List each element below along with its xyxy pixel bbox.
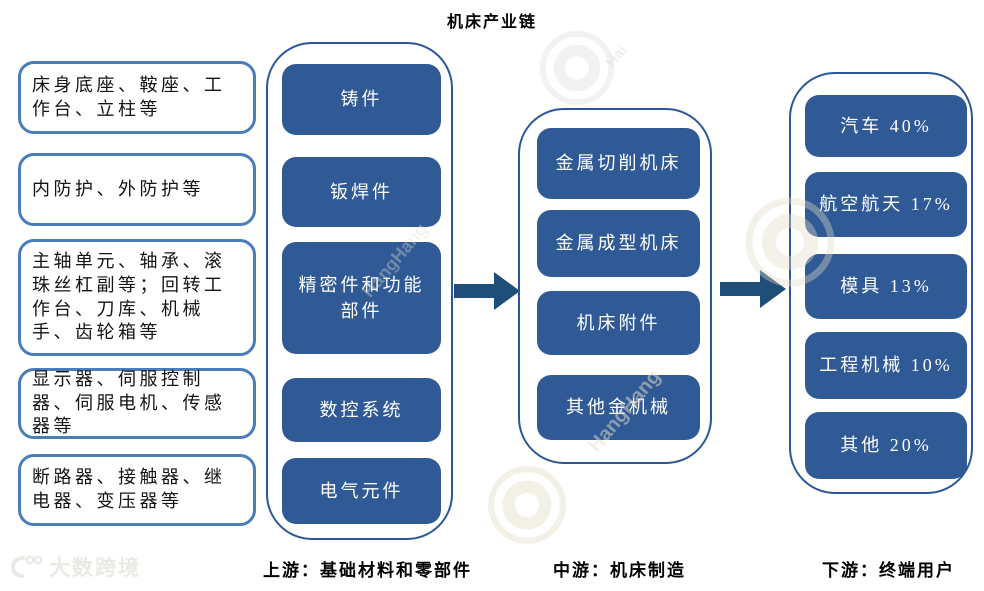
brand-logo-icon xyxy=(10,555,43,578)
material-text: 断路器、接触器、继电器、变压器等 xyxy=(32,467,226,511)
end-user-box: 其他 20% xyxy=(805,412,967,479)
downstream-label: 下游：终端用户 xyxy=(822,561,955,580)
upstream-label: 上游：基础材料和零部件 xyxy=(263,561,472,580)
watermark-logo-icon xyxy=(539,30,615,106)
downstream-container: 汽车 40% 航空航天 17% 模具 13% 工程机械 10% 其他 20% xyxy=(789,72,973,494)
material-text: 显示器、伺服控制器、伺服电机、传感器等 xyxy=(32,368,226,437)
component-box: 铸件 xyxy=(282,64,441,135)
material-box: 主轴单元、轴承、滚珠丝杠副等；回转工作台、刀库、机械手、齿轮箱等 xyxy=(18,239,256,356)
component-box: 精密件和功能部件 xyxy=(282,242,441,354)
page-title: 机床产业链 xyxy=(446,14,537,31)
arrow-right-icon xyxy=(720,270,786,308)
material-text: 主轴单元、轴承、滚珠丝杠副等；回转工作台、刀库、机械手、齿轮箱等 xyxy=(32,251,226,343)
upstream-container: 铸件 钣焊件 精密件和功能部件 数控系统 电气元件 xyxy=(266,42,453,540)
material-box: 断路器、接触器、继电器、变压器等 xyxy=(18,454,256,526)
brand-name: 大数跨境 xyxy=(49,557,141,580)
material-box: 床身底座、鞍座、工作台、立柱等 xyxy=(18,61,256,134)
end-user-box: 汽车 40% xyxy=(805,95,967,157)
watermark-text: Hai xyxy=(602,42,631,71)
product-box: 金属切削机床 xyxy=(537,128,700,199)
end-user-box: 工程机械 10% xyxy=(805,332,967,399)
midstream-label: 中游：机床制造 xyxy=(553,561,686,580)
material-text: 床身底座、鞍座、工作台、立柱等 xyxy=(32,74,226,119)
end-user-box: 模具 13% xyxy=(805,254,967,319)
product-box: 机床附件 xyxy=(537,291,700,355)
product-box: 金属成型机床 xyxy=(537,210,700,277)
product-box: 其他金机械 xyxy=(537,375,700,440)
component-box: 数控系统 xyxy=(282,378,441,442)
arrow-right-icon xyxy=(454,272,520,310)
material-box: 显示器、伺服控制器、伺服电机、传感器等 xyxy=(18,368,256,439)
component-box: 钣焊件 xyxy=(282,157,441,227)
brand-watermark: 大数跨境 xyxy=(10,552,141,582)
material-text: 内防护、外防护等 xyxy=(32,178,204,199)
component-box: 电气元件 xyxy=(282,458,441,524)
midstream-container: 金属切削机床 金属成型机床 机床附件 其他金机械 xyxy=(518,108,712,464)
watermark-logo-icon xyxy=(488,466,566,544)
material-box: 内防护、外防护等 xyxy=(18,153,256,226)
end-user-box: 航空航天 17% xyxy=(805,172,967,237)
